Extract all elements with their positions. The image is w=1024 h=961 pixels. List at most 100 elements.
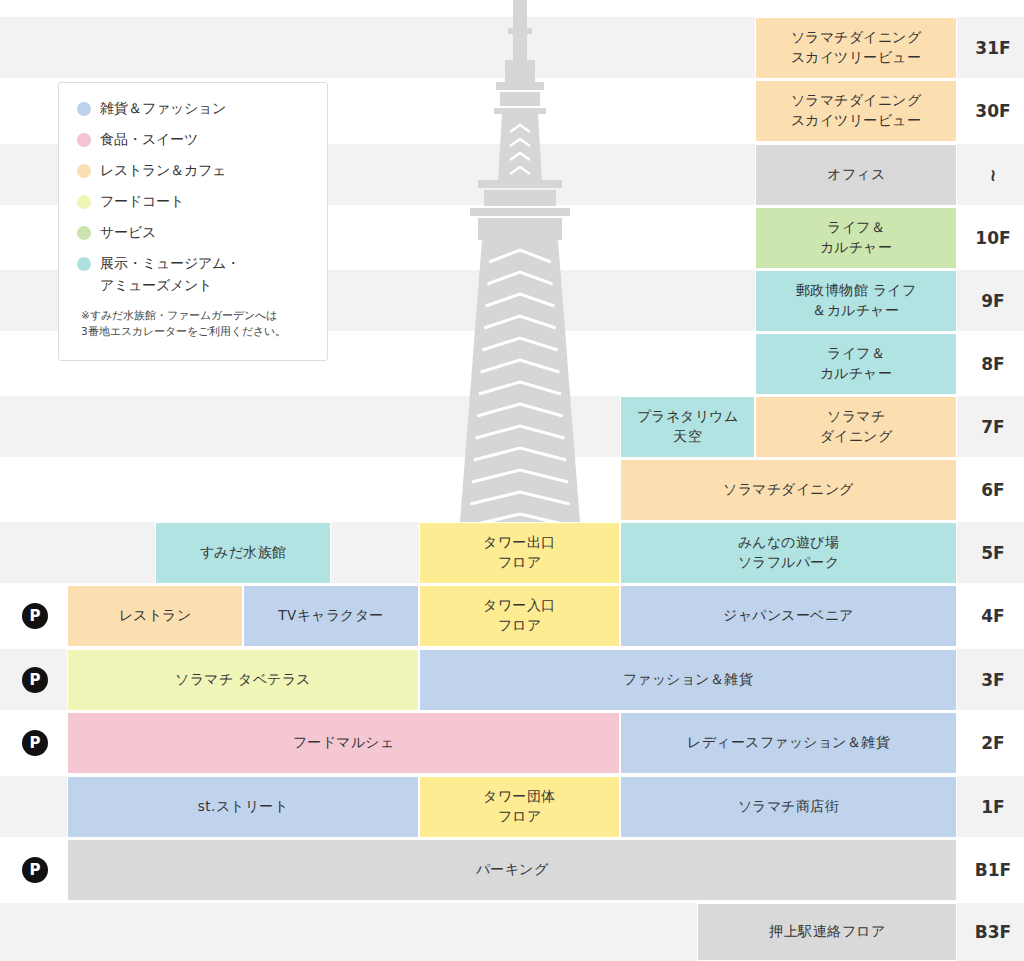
area-name: ソラマチ商店街 bbox=[738, 797, 840, 817]
floor-number-text: 9F bbox=[981, 291, 1004, 311]
legend-swatch bbox=[77, 133, 91, 147]
floor-area-box: フードマルシェ bbox=[67, 712, 620, 774]
tower-lattice bbox=[472, 470, 568, 482]
tower-lattice bbox=[477, 404, 563, 416]
floor-number: 7F bbox=[968, 396, 1018, 458]
floor-area-box: ソラマチダイニング bbox=[620, 459, 957, 521]
floor-number: 3F bbox=[968, 649, 1018, 711]
row-stripes bbox=[0, 17, 1024, 961]
area-name: 押上駅連絡フロア bbox=[769, 922, 885, 942]
floor-number: 31F bbox=[968, 17, 1018, 79]
area-name: ライフ＆ カルチャー bbox=[816, 218, 897, 257]
legend-item: 食品・スイーツ bbox=[77, 130, 198, 150]
area-name: オフィス bbox=[827, 165, 885, 185]
area-name: ファッション＆雑貨 bbox=[623, 670, 754, 690]
tower-lattice bbox=[486, 294, 554, 306]
floor-number-text: 31F bbox=[975, 38, 1010, 58]
area-name: レディースファッション＆雑貨 bbox=[687, 733, 890, 753]
legend-swatch bbox=[77, 195, 91, 209]
legend-item: フードコート bbox=[77, 192, 184, 212]
parking-icon: P bbox=[22, 730, 48, 756]
floor-area-box: レストラン bbox=[67, 585, 243, 647]
legend-swatch bbox=[77, 257, 91, 271]
floor-area-box: パーキング bbox=[67, 839, 957, 901]
floor-number-text: 10F bbox=[975, 228, 1010, 248]
tower-lattice bbox=[510, 167, 530, 174]
floor-area-box: タワー入口 フロア bbox=[419, 585, 620, 647]
area-name: ソラマチ ダイニング bbox=[816, 407, 897, 446]
floor-number-text: 30F bbox=[975, 101, 1010, 121]
tower-lattice bbox=[470, 492, 569, 504]
area-name: ソラマチダイニング スカイツリービュー bbox=[789, 28, 924, 67]
floor-number-text: 7F bbox=[981, 417, 1004, 437]
floor-area-box: オフィス bbox=[755, 144, 957, 206]
legend-swatch bbox=[77, 226, 91, 240]
parking-icon-text: P bbox=[30, 607, 41, 625]
floor-area-box: ファッション＆雑貨 bbox=[419, 649, 957, 711]
legend-item: サービス bbox=[77, 223, 156, 243]
floor-number-text: 2F bbox=[981, 733, 1004, 753]
floor-area-box: ソラマチダイニング スカイツリービュー bbox=[755, 17, 957, 79]
tower-lattice bbox=[481, 360, 560, 372]
floor-area-box: すみだ水族館 bbox=[155, 522, 331, 584]
floor-number: 4F bbox=[968, 585, 1018, 647]
floor-number-text: 5F bbox=[981, 543, 1004, 563]
area-name: タワー入口 フロア bbox=[482, 596, 558, 635]
area-name: ソラマチダイニング bbox=[723, 480, 854, 500]
area-name: ソラマチ タベテラス bbox=[175, 670, 310, 690]
floor-number-text: 1F bbox=[981, 797, 1004, 817]
tower-lattice bbox=[488, 272, 553, 284]
area-name: TVキャラクター bbox=[278, 606, 383, 626]
area-name: ジャパンスーベニア bbox=[723, 606, 854, 626]
legend-box: ※すみだ水族館・ファームガーデンへは 3番地エスカレーターをご利用ください。 雑貨… bbox=[58, 82, 328, 361]
legend-item: 雑貨＆ファッション bbox=[77, 99, 226, 119]
area-name: ライフ＆ カルチャー bbox=[816, 344, 897, 383]
area-name: st.ストリート bbox=[198, 797, 289, 817]
floor-number: 30F bbox=[968, 80, 1018, 142]
tower-lattice bbox=[484, 316, 556, 328]
floor-number: 2F bbox=[968, 712, 1018, 774]
parking-icon: P bbox=[22, 603, 48, 629]
parking-icon: P bbox=[22, 857, 48, 883]
floor-area-box: プラネタリウム 天空 bbox=[620, 396, 755, 458]
legend-text: フードコート bbox=[100, 190, 184, 212]
area-name: タワー団体 フロア bbox=[482, 787, 558, 826]
floor-number: 6F bbox=[968, 459, 1018, 521]
floor-number-text: 4F bbox=[981, 606, 1004, 626]
floor-number: 9F bbox=[968, 270, 1018, 332]
tower-illustration bbox=[460, 0, 580, 526]
legend-note: ※すみだ水族館・ファームガーデンへは 3番地エスカレーターをご利用ください。 bbox=[81, 307, 311, 340]
floor-number: ≀ bbox=[968, 144, 1018, 206]
legend-swatch bbox=[77, 102, 91, 116]
legend-text: サービス bbox=[100, 221, 156, 243]
floor-area-box: 押上駅連絡フロア bbox=[697, 903, 957, 961]
floor-number: 10F bbox=[968, 207, 1018, 269]
legend-text: 雑貨＆ファッション bbox=[100, 97, 226, 119]
floor-number-text: 8F bbox=[981, 354, 1004, 374]
floor-number: 1F bbox=[968, 776, 1018, 838]
tower-lattice bbox=[475, 426, 564, 438]
parking-icon-text: P bbox=[30, 734, 41, 752]
legend-swatch bbox=[77, 164, 91, 178]
area-name: ソラマチダイニング スカイツリービュー bbox=[789, 91, 924, 130]
floor-area-box: 郵政博物館 ライフ＆カルチャー bbox=[755, 270, 957, 332]
tower-lattice bbox=[482, 338, 557, 350]
area-name: 郵政博物館 ライフ＆カルチャー bbox=[790, 281, 922, 320]
floor-number: 8F bbox=[968, 333, 1018, 395]
floor-area-box: タワー団体 フロア bbox=[419, 776, 620, 838]
floor-area-box: ソラマチダイニング スカイツリービュー bbox=[755, 80, 957, 142]
floor-area-box: ソラマチ ダイニング bbox=[755, 396, 957, 458]
legend-text: 展示・ミュージアム・ アミューズメント bbox=[100, 252, 268, 297]
parking-icon-text: P bbox=[30, 671, 41, 689]
floor-number-text: ≀ bbox=[990, 165, 996, 185]
legend-text: 食品・スイーツ bbox=[100, 128, 198, 150]
floor-number: B3F bbox=[968, 903, 1018, 961]
tower-lattice bbox=[510, 139, 530, 146]
legend-item: 展示・ミュージアム・ アミューズメント bbox=[77, 254, 268, 297]
legend-text: レストラン＆カフェ bbox=[100, 159, 226, 181]
floor-area-box: TVキャラクター bbox=[243, 585, 419, 647]
floor-number-text: B1F bbox=[975, 860, 1011, 880]
area-name: プラネタリウム 天空 bbox=[636, 407, 739, 446]
legend-item: レストラン＆カフェ bbox=[77, 161, 226, 181]
floor-area-box: st.ストリート bbox=[67, 776, 419, 838]
